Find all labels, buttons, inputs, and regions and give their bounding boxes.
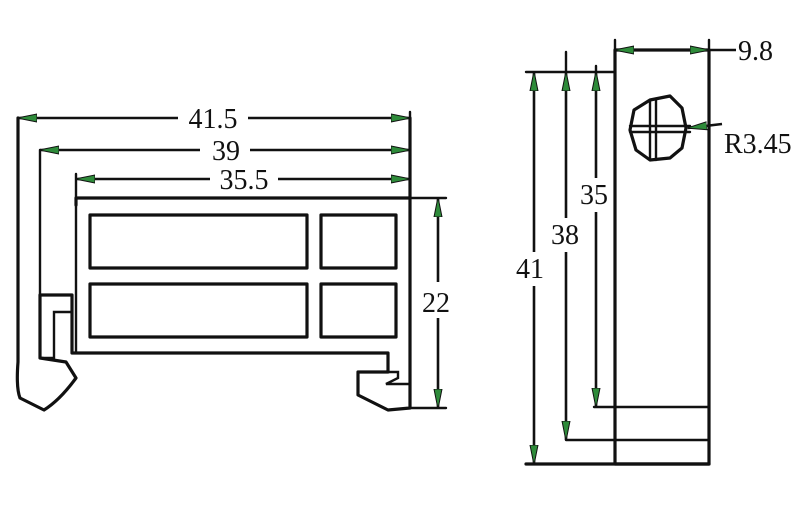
front-view-outline: [15, 116, 412, 412]
window-bottom-large: [88, 282, 309, 339]
screw-head-icon: [628, 94, 692, 162]
window-top-small: [319, 213, 398, 270]
front-view: 41.5 39 35.5 22: [15, 104, 450, 412]
dim-22-label: 22: [422, 288, 450, 319]
dim-radius-label: R3.45: [724, 129, 792, 160]
dim-9-8-label: 9.8: [738, 36, 773, 67]
front-view-left-hook: [38, 310, 74, 360]
dim-41-label: 41: [516, 254, 544, 285]
dim-35-label: 35: [580, 180, 608, 211]
side-view-body: [613, 48, 711, 466]
front-view-body-top: [74, 196, 412, 207]
side-view: R3.45 9.8 41 38 35: [516, 36, 792, 466]
window-top-large: [88, 213, 309, 270]
dim-38-label: 38: [551, 220, 579, 251]
dim-radius-leader: [688, 124, 723, 128]
window-bottom-small: [319, 282, 398, 339]
front-view-right-clip: [385, 370, 412, 410]
dim-41-5-label: 41.5: [189, 104, 238, 135]
dim-39-label: 39: [212, 136, 240, 167]
dim-35-5-label: 35.5: [220, 165, 269, 196]
